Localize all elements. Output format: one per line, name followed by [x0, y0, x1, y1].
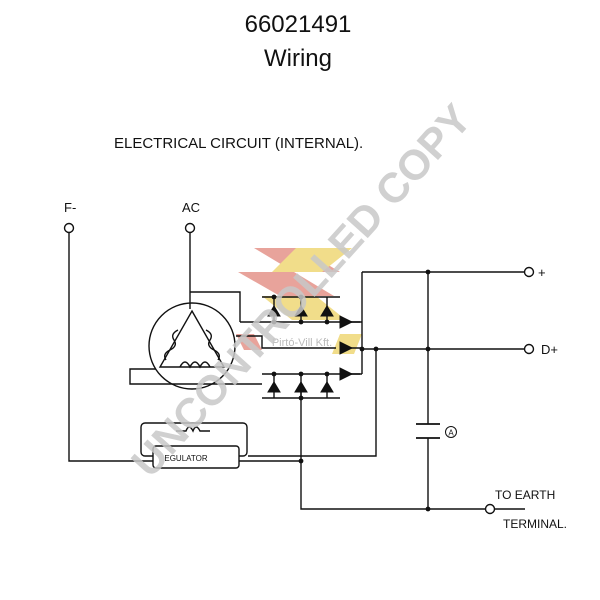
terminal-d-plus[interactable]	[523, 343, 535, 355]
logo-caption: Pirtó-Vill Kft.	[272, 337, 332, 349]
regulator-label: EGULATOR	[164, 454, 207, 463]
diode-exciter-3	[339, 367, 354, 381]
stator-coil-bottom	[179, 361, 211, 369]
junction-dot	[298, 458, 304, 464]
junction-dot	[425, 346, 431, 352]
junction-dot	[359, 346, 365, 352]
page-title: 66021491	[245, 11, 352, 38]
stator-coil-right	[205, 329, 221, 361]
junction-dot	[298, 319, 304, 325]
diode-top-3	[320, 305, 334, 317]
diode-bottom-2	[294, 381, 308, 393]
wire-earth	[300, 384, 525, 510]
junction-dot	[298, 395, 304, 401]
regulator-box	[152, 445, 240, 469]
junction-dot	[271, 319, 277, 325]
regulator: EGULATOR	[140, 422, 248, 469]
junction-dots	[271, 269, 431, 512]
junction-dot	[324, 319, 330, 325]
stator-circle	[148, 302, 236, 390]
diode-top-1	[267, 305, 281, 317]
terminal-positive[interactable]	[523, 266, 535, 278]
terminal-label-earth-terminal: TERMINAL.	[503, 517, 567, 531]
logo-shape-yellow-top	[272, 248, 352, 272]
wire-phase-3	[129, 368, 262, 385]
wire-exciter-to-regulator	[248, 272, 377, 457]
terminal-label-ac: AC	[182, 200, 200, 215]
junction-dot	[271, 294, 277, 300]
junction-dot	[271, 371, 277, 377]
terminal-f-minus[interactable]	[63, 222, 75, 234]
terminal-label-positive: +	[538, 265, 546, 280]
diode-bank	[267, 305, 354, 393]
capacitor-label: A	[448, 429, 454, 438]
junction-dot	[298, 294, 304, 300]
regulator-coil	[176, 426, 210, 433]
capacitor-badge	[445, 426, 457, 438]
terminal-ac[interactable]	[184, 222, 196, 234]
capacitor: A	[416, 423, 457, 439]
diode-exciter-1	[339, 315, 354, 329]
junction-dot	[298, 371, 304, 377]
junction-dot	[425, 506, 431, 512]
diode-bottom-3	[320, 381, 334, 393]
logo-shape-red-small	[236, 334, 262, 350]
diode-bottom-1	[267, 381, 281, 393]
diagram-heading: ELECTRICAL CIRCUIT (INTERNAL).	[114, 135, 363, 152]
diode-top-2	[294, 305, 308, 317]
wire-phase-1	[190, 291, 266, 323]
page-subtitle: Wiring	[264, 45, 332, 72]
stator-coil-left	[163, 329, 179, 361]
terminal-label-d-plus: D+	[541, 342, 558, 357]
terminal-label-to-earth: TO EARTH	[495, 488, 555, 502]
logo-shape-red-mid	[238, 272, 334, 296]
wire-phase-2	[236, 335, 336, 349]
stator-delta	[158, 309, 226, 368]
stator-symbol	[148, 302, 236, 390]
junction-dot	[373, 346, 379, 352]
junction-dot	[324, 371, 330, 377]
terminal-label-f-minus: F-	[64, 200, 76, 215]
junction-dot	[425, 269, 431, 275]
terminal-earth[interactable]	[484, 503, 496, 515]
diode-exciter-2	[339, 341, 354, 355]
